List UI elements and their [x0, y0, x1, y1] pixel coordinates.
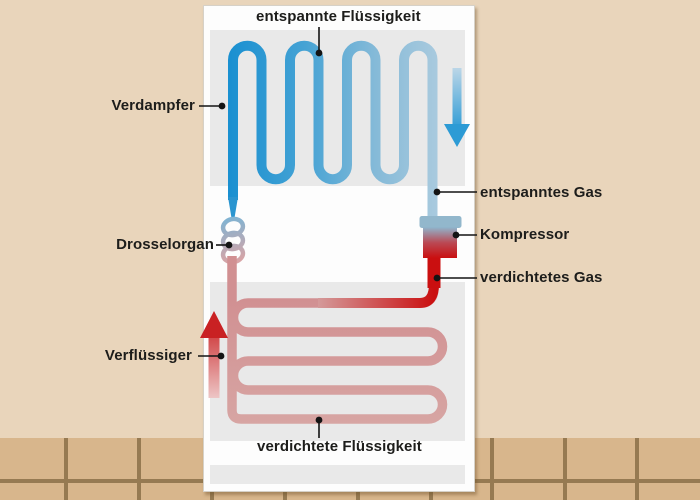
label-relaxed-liquid: entspannte Flüssigkeit: [256, 8, 421, 25]
label-compressor: Kompressor: [480, 226, 570, 243]
label-relaxed-gas: entspanntes Gas: [480, 184, 603, 201]
tile-grout-line: [635, 438, 639, 500]
bottom-zone: [210, 465, 465, 484]
label-compressed-liquid: verdichtete Flüssigkeit: [257, 438, 422, 455]
tile-grout-line: [490, 438, 494, 500]
condenser-zone: [210, 282, 465, 441]
label-compressed-gas: verdichtetes Gas: [480, 269, 603, 286]
tile-grout-line: [563, 438, 567, 500]
evaporator-zone: [210, 30, 465, 186]
tile-grout-line: [137, 438, 141, 500]
label-evaporator: Verdampfer: [111, 97, 195, 114]
label-condenser: Verflüssiger: [104, 347, 192, 364]
label-throttle: Drosselorgan: [116, 236, 214, 253]
tile-grout-line: [64, 438, 68, 500]
